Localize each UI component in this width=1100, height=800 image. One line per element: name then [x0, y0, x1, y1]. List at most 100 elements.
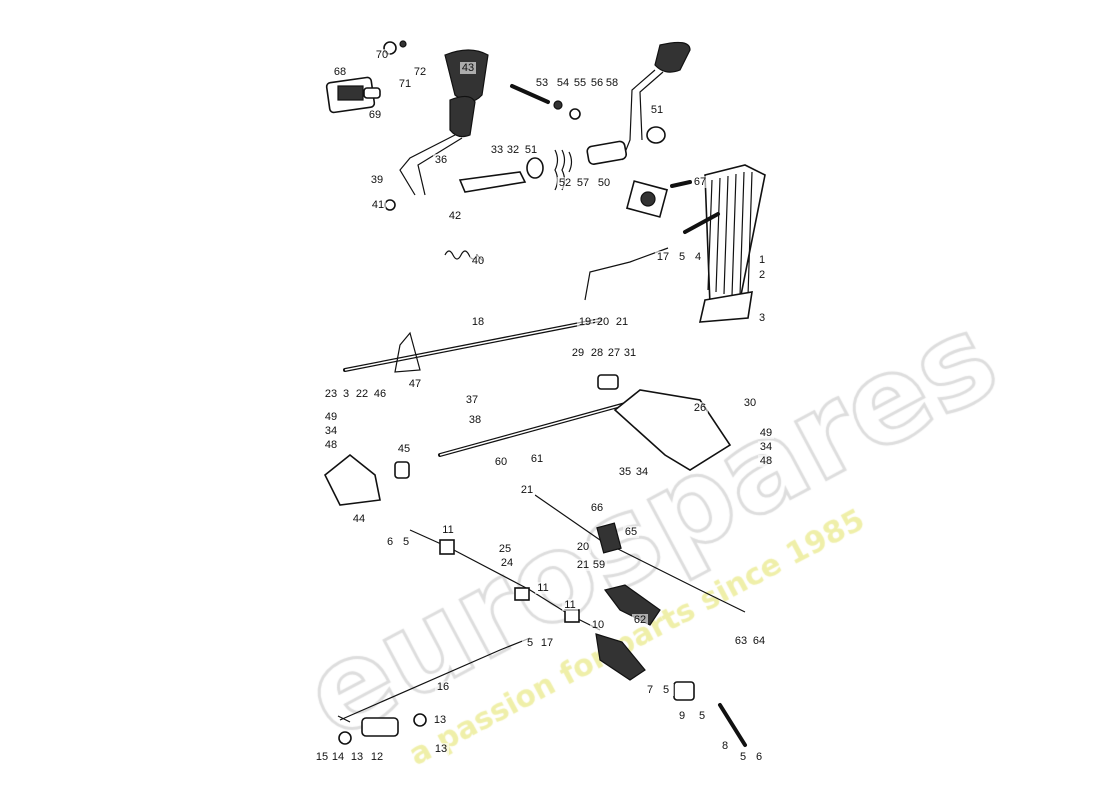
bolt-67 — [670, 180, 692, 188]
part-label-21: 21 — [616, 316, 628, 328]
bracket-26 — [613, 389, 732, 471]
label-backdrop — [751, 635, 767, 647]
part-label-71: 71 — [399, 78, 411, 90]
label-backdrop — [617, 466, 633, 478]
nut-71 — [399, 40, 407, 48]
part-label-22: 22 — [356, 388, 368, 400]
part-label-64: 64 — [753, 635, 765, 647]
pedal-pad-43 — [444, 49, 489, 103]
label-backdrop — [758, 427, 774, 439]
label-backdrop — [634, 466, 650, 478]
label-backdrop — [354, 388, 370, 400]
label-backdrop — [369, 174, 385, 186]
label-backdrop — [754, 269, 770, 281]
part-label-20: 20 — [577, 541, 589, 553]
part-label-55: 55 — [574, 77, 586, 89]
part-label-12: 12 — [371, 751, 383, 763]
part-label-6: 6 — [756, 751, 762, 763]
label-backdrop — [323, 388, 339, 400]
part-label-27: 27 — [608, 347, 620, 359]
part-label-59: 59 — [593, 559, 605, 571]
label-backdrop — [690, 251, 706, 263]
label-backdrop — [447, 210, 463, 222]
part-label-30: 30 — [744, 397, 756, 409]
part-label-24: 24 — [501, 557, 513, 569]
part-label-33: 33 — [491, 144, 503, 156]
part-label-11: 11 — [564, 599, 575, 611]
label-backdrop — [396, 443, 412, 455]
label-backdrop — [433, 743, 449, 755]
label-backdrop — [440, 524, 456, 536]
part-label-51: 51 — [525, 144, 537, 156]
label-backdrop — [717, 740, 733, 752]
nut-54 — [553, 100, 563, 110]
part-label-14: 14 — [332, 751, 344, 763]
label-backdrop — [529, 453, 545, 465]
part-label-60: 60 — [495, 456, 507, 468]
label-backdrop — [314, 751, 330, 763]
label-backdrop — [658, 684, 674, 696]
label-backdrop — [470, 255, 486, 267]
part-label-47: 47 — [409, 378, 421, 390]
part-label-31: 31 — [624, 347, 636, 359]
part-label-34: 34 — [760, 441, 772, 453]
part-label-36: 36 — [435, 154, 447, 166]
part-label-34: 34 — [325, 425, 337, 437]
part-label-17: 17 — [657, 251, 669, 263]
part-label-65: 65 — [625, 526, 637, 538]
tube-50 — [586, 140, 628, 165]
bushing-45 — [394, 461, 410, 479]
part-label-16: 16 — [437, 681, 449, 693]
label-backdrop — [674, 710, 690, 722]
label-backdrop — [577, 316, 593, 328]
part-label-70: 70 — [376, 49, 388, 61]
part-label-2: 2 — [759, 269, 765, 281]
label-backdrop — [575, 177, 591, 189]
part-label-4: 4 — [695, 251, 701, 263]
label-backdrop — [575, 559, 591, 571]
label-backdrop — [604, 77, 620, 89]
nut-13 — [413, 713, 427, 727]
clutch-pedal — [399, 95, 476, 196]
label-backdrop — [412, 66, 428, 78]
part-label-46: 46 — [374, 388, 386, 400]
label-backdrop — [589, 347, 605, 359]
bearing — [640, 191, 656, 207]
part-label-66: 66 — [591, 502, 603, 514]
part-label-23: 23 — [325, 388, 337, 400]
cable-11 — [409, 529, 601, 631]
pivot-tube-32 — [458, 171, 527, 193]
cable-59 — [534, 494, 746, 613]
part-label-49: 49 — [760, 427, 772, 439]
label-backdrop — [606, 347, 622, 359]
label-backdrop — [398, 536, 414, 548]
label-backdrop — [595, 316, 611, 328]
part-label-68: 68 — [334, 66, 346, 78]
part-label-43: 43 — [462, 62, 474, 74]
part-label-50: 50 — [598, 177, 610, 189]
part-label-21: 21 — [577, 559, 589, 571]
label-backdrop — [539, 637, 555, 649]
label-backdrop — [733, 635, 749, 647]
label-backdrop — [499, 557, 515, 569]
part-label-62: 62 — [634, 614, 646, 626]
label-backdrop — [397, 78, 413, 90]
bushing-51b — [646, 126, 666, 144]
label-backdrop — [493, 456, 509, 468]
part-label-53: 53 — [536, 77, 548, 89]
label-backdrop — [692, 176, 708, 188]
bushing-51a — [526, 157, 544, 179]
part-label-5: 5 — [663, 684, 669, 696]
part-label-44: 44 — [353, 513, 365, 525]
label-backdrop — [758, 441, 774, 453]
bracket-27 — [597, 374, 619, 390]
label-backdrop — [407, 378, 423, 390]
label-backdrop — [614, 316, 630, 328]
part-label-58: 58 — [606, 77, 618, 89]
part-label-63: 63 — [735, 635, 747, 647]
label-backdrop — [432, 714, 448, 726]
rod-8 — [718, 703, 747, 747]
part-label-29: 29 — [572, 347, 584, 359]
